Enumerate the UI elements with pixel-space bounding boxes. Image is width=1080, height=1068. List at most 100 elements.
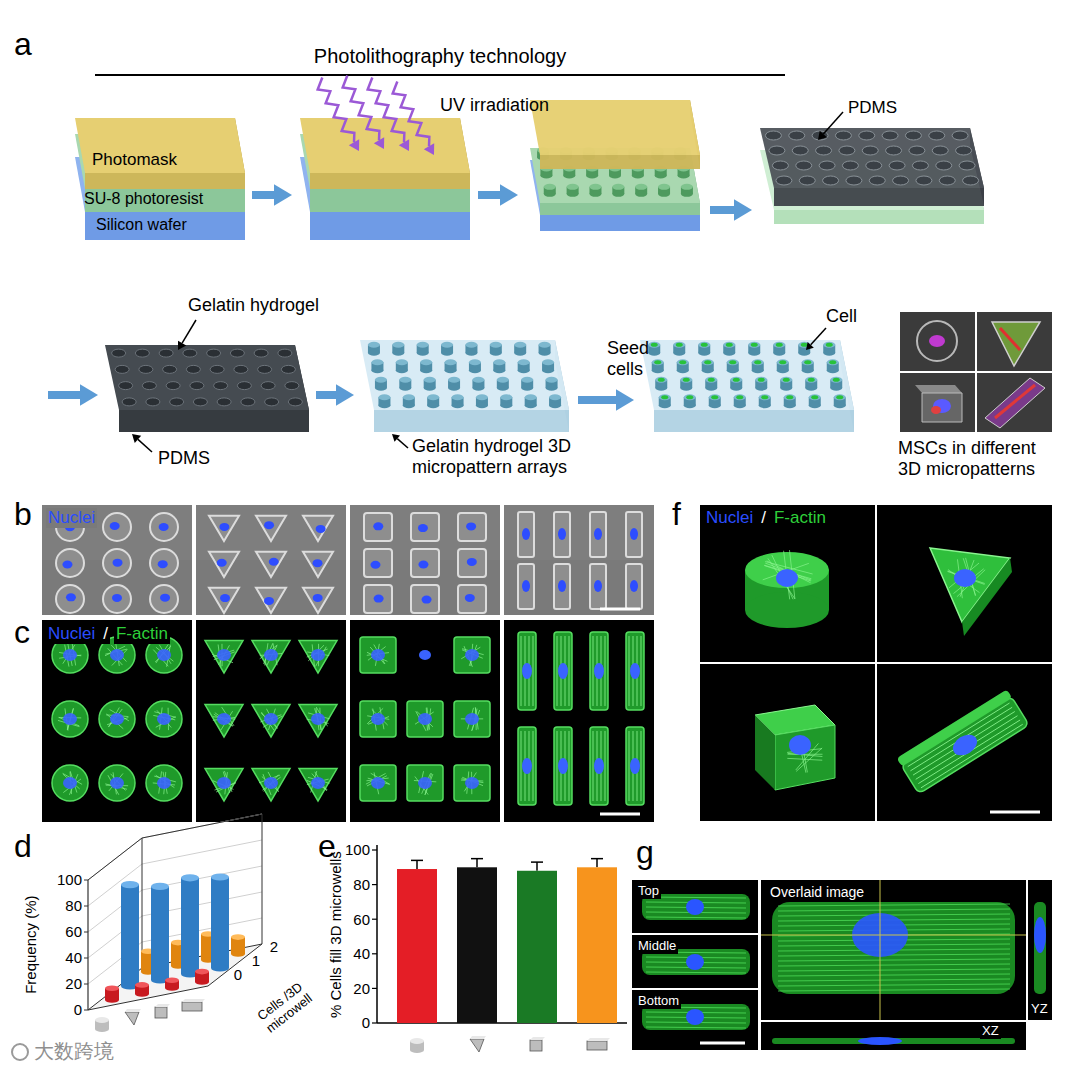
hydrogel-array [360, 340, 569, 410]
pdms-mold [846, 176, 862, 185]
micrograph-fluorescence [630, 663, 640, 679]
micrograph-fluorescence [157, 649, 171, 661]
hydrogel-array [521, 385, 533, 391]
micrograph-fluorescence [360, 701, 396, 737]
cell-array [784, 394, 796, 400]
micrograph-brightfield [558, 580, 566, 592]
process-arrow [616, 389, 634, 411]
bar-chart-3d [211, 964, 229, 971]
layer-stack [300, 118, 470, 173]
hydrogel-array [525, 394, 537, 400]
uv-ray [393, 82, 430, 147]
micrograph-fluorescence [52, 765, 88, 801]
cell-array [759, 394, 771, 400]
micrograph-fluorescence [558, 758, 568, 774]
micrograph-brightfield [110, 522, 120, 530]
bar-chart-3d [142, 814, 262, 838]
micrograph-fluorescence [146, 701, 182, 737]
bar-chart-3d [135, 991, 149, 997]
micrograph-3d [954, 569, 976, 587]
pdms-mold [285, 382, 299, 390]
pdms-mold [135, 349, 149, 357]
bar-chart [591, 858, 603, 860]
cell-array [758, 378, 765, 382]
hydrogel-array [500, 402, 512, 408]
micrograph-brightfield [219, 523, 229, 531]
cell-array [659, 394, 671, 400]
micrograph-brightfield [466, 522, 476, 530]
micrograph-brightfield [113, 559, 123, 567]
bar-chart-3d [88, 814, 262, 880]
micropillar [567, 184, 579, 190]
layer-stack [85, 173, 245, 189]
category-icon [155, 1007, 167, 1018]
pdms-mold [207, 349, 221, 357]
hydrogel-array [469, 359, 481, 365]
hydrogel-array [539, 350, 551, 356]
pdms-mold [119, 410, 309, 432]
pdms-mold [886, 146, 902, 155]
leader-arrow [182, 320, 196, 343]
stain-separator: / [759, 508, 768, 528]
leader-arrow [178, 341, 186, 350]
cell-array [680, 377, 692, 383]
pdms-mold [835, 131, 851, 140]
uv-ray [399, 139, 409, 151]
bar-chart-3d [88, 840, 262, 906]
leader-arrow [392, 434, 400, 442]
cell-array [683, 378, 690, 382]
pdms-mold [237, 382, 251, 390]
cell-array [802, 367, 814, 373]
step-label: Seed cells [607, 338, 659, 379]
micrograph-inset [929, 335, 945, 347]
cell-array [655, 377, 667, 383]
pdms-mold [122, 398, 136, 406]
pdms-mold [765, 131, 781, 140]
cell-array [652, 359, 664, 365]
micrograph-fluorescence [217, 713, 231, 725]
micrograph-fluorescence [311, 649, 325, 661]
confocal-slice [646, 1027, 746, 1028]
micrograph-3d [990, 811, 1040, 814]
bar-chart [376, 845, 378, 1023]
micrograph-brightfield [411, 549, 439, 577]
slice-label: Top [636, 884, 661, 899]
micrograph-brightfield [458, 585, 486, 613]
hydrogel-array [448, 385, 460, 391]
hydrogel-array [424, 377, 436, 383]
pdms-mold [214, 382, 228, 390]
hydrogel-array [452, 402, 464, 408]
hydrogel-array [549, 394, 561, 400]
micrograph-fluorescence [629, 731, 630, 801]
confocal-slice [700, 1042, 745, 1045]
micrograph-fluorescence [106, 714, 123, 729]
micrograph-brightfield [364, 549, 392, 577]
confocal-slice [646, 972, 746, 973]
micrograph-brightfield [364, 513, 392, 541]
bar-chart-3d [211, 877, 229, 968]
cell-array [726, 343, 733, 347]
hydrogel-array [441, 342, 453, 348]
micrograph-fluorescence [593, 636, 594, 706]
process-arrow [252, 191, 274, 199]
micrograph-fluorescence [52, 701, 88, 737]
bar-chart-3d [211, 873, 229, 880]
bar-chart [531, 861, 543, 863]
micrograph-fluorescence [594, 663, 604, 679]
micrograph-brightfield [418, 561, 428, 569]
micrograph-fluorescence [360, 765, 396, 801]
process-arrow [274, 184, 292, 206]
cell-array [777, 367, 789, 373]
pdms-mold [258, 365, 272, 373]
bar-chart [476, 859, 478, 868]
bar-chart [372, 988, 377, 989]
hydrogel-array [392, 350, 404, 356]
confocal-overlay [1034, 917, 1046, 953]
micrograph-brightfield [518, 564, 534, 609]
cell-array [804, 360, 811, 364]
confocal-slice [632, 880, 758, 933]
cell-array [730, 377, 742, 383]
micrograph-3d [897, 689, 1030, 794]
hydrogel-array [500, 394, 512, 400]
pdms-mold [789, 131, 805, 140]
